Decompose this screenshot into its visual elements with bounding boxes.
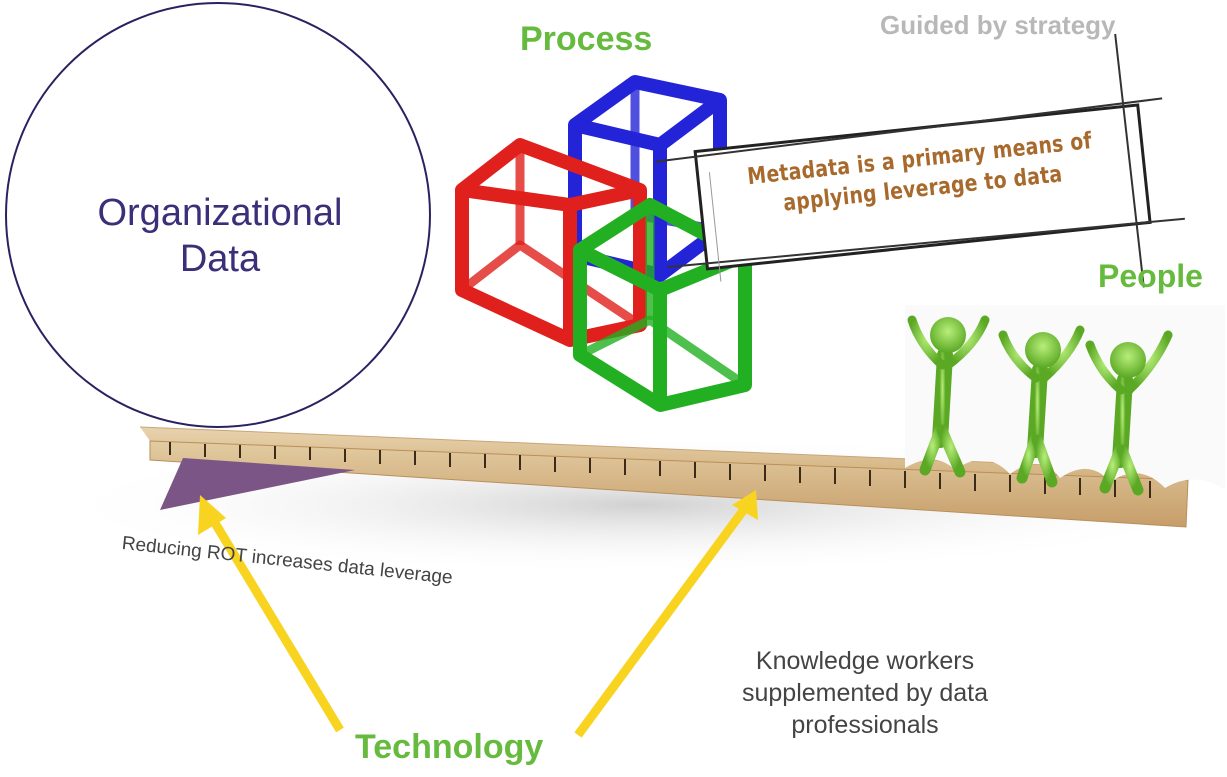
yellow-arrows xyxy=(198,490,758,738)
organizational-data-circle xyxy=(5,2,431,428)
arrow-right-head xyxy=(732,490,758,520)
figure-head xyxy=(1025,332,1061,368)
process-cubes xyxy=(455,75,752,412)
fulcrum-wedge xyxy=(160,458,355,510)
technology-label: Technology xyxy=(355,728,544,766)
figure-head xyxy=(1110,342,1146,378)
arrow-right xyxy=(574,505,749,738)
plank-ticks xyxy=(169,442,1151,498)
metadata-banner-shape xyxy=(655,33,1185,288)
people-label: People xyxy=(1098,258,1203,294)
red-cube xyxy=(455,138,647,347)
organizational-data-label: Organizational Data xyxy=(97,192,343,280)
people-backdrop xyxy=(905,305,1225,490)
process-label: Process xyxy=(520,20,653,58)
strategy-label: Guided by strategy xyxy=(880,10,1116,40)
metadata-text: Metadata is a primary means of applying … xyxy=(746,128,1094,217)
workers-caption: Knowledge workers supplemented by data p… xyxy=(741,647,988,739)
people-figures xyxy=(905,305,1225,496)
arrow-left-head xyxy=(198,495,226,535)
figure-head xyxy=(930,317,966,353)
arrow-left xyxy=(208,515,344,733)
